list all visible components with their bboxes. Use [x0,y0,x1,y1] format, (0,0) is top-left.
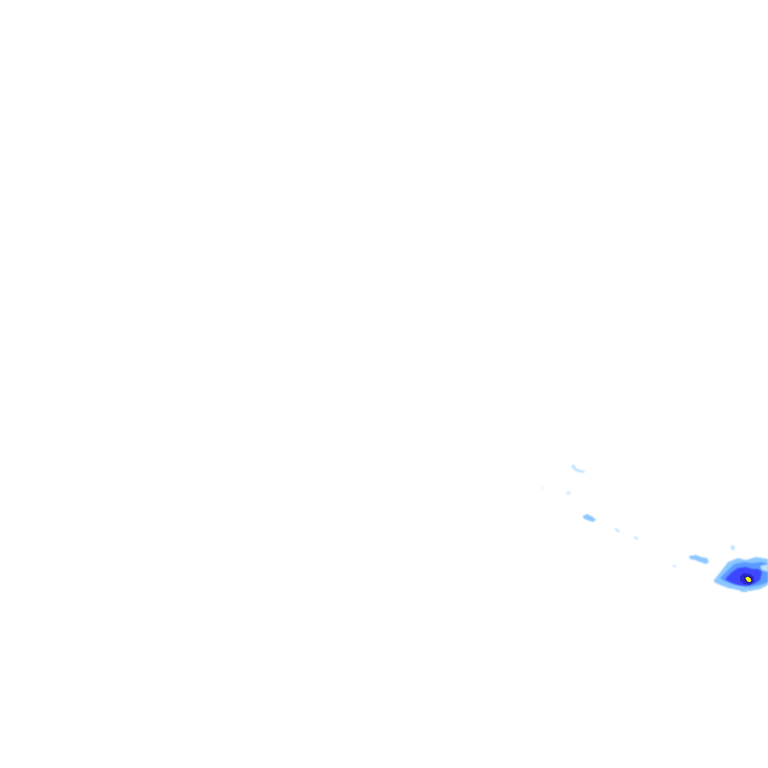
echo-cell [571,464,585,473]
echo-cell [730,545,735,551]
storm-cell [714,557,768,592]
echo-cell [541,487,544,489]
light-echo-trail [541,464,735,567]
storm-extreme-cell [744,575,753,584]
echo-cell [566,491,571,495]
echo-cell [634,536,638,540]
echo-cell [672,565,677,567]
echo-cell [689,555,709,564]
echo-cell [583,514,596,522]
storm-fringe [738,586,748,592]
storm-fringe [760,564,768,572]
echo-cell [614,528,620,532]
